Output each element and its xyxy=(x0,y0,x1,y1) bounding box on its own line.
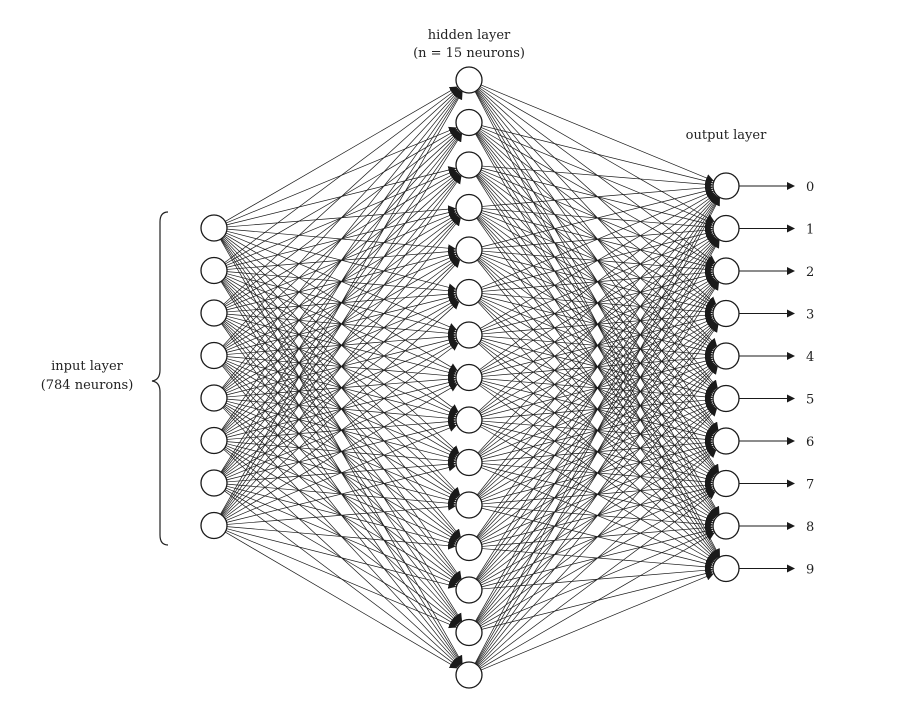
input-neuron xyxy=(200,469,228,497)
hidden-neuron xyxy=(455,661,483,689)
edge-input-hidden xyxy=(226,463,457,523)
edge-input-hidden xyxy=(226,526,457,550)
hidden-layer-subtitle: (n = 15 neurons) xyxy=(413,46,525,61)
input-neuron xyxy=(200,214,228,242)
edge-hidden-output xyxy=(476,366,718,666)
hidden-layer-title: hidden layer xyxy=(428,28,511,43)
input-neuron xyxy=(200,426,228,455)
edge-input-hidden xyxy=(225,424,457,521)
edge-hidden-output xyxy=(480,532,715,669)
edge-hidden-output xyxy=(480,572,714,671)
hidden-neuron xyxy=(455,406,483,434)
input-neuron xyxy=(200,511,228,540)
edge-input-hidden xyxy=(220,91,463,515)
edge-hidden-output xyxy=(478,449,717,667)
hidden-neuron xyxy=(455,66,483,94)
edge-input-hidden xyxy=(221,90,461,389)
edge-input-hidden xyxy=(224,87,459,263)
edge-input-hidden xyxy=(223,301,460,517)
edge-input-hidden xyxy=(225,531,458,669)
edge-hidden-output xyxy=(481,165,714,189)
edge-hidden-output xyxy=(475,197,720,622)
output-neuron xyxy=(712,172,740,200)
output-neuron xyxy=(712,299,740,328)
edge-input-hidden xyxy=(223,88,460,305)
output-neuron xyxy=(712,554,740,583)
hidden-neuron xyxy=(455,363,483,392)
edge-input-hidden xyxy=(226,528,457,589)
edge-hidden-output xyxy=(475,281,720,665)
neurons xyxy=(200,66,740,689)
edge-input-hidden xyxy=(221,175,462,516)
output-layer-title: output layer xyxy=(686,128,767,143)
output-neuron xyxy=(712,469,740,498)
edge-input-hidden xyxy=(221,90,462,431)
output-digit-label: 2 xyxy=(806,265,814,280)
edge-hidden-output xyxy=(474,197,720,664)
edge-input-hidden xyxy=(224,342,459,518)
edge-hidden-output xyxy=(480,84,714,182)
edge-input-hidden xyxy=(225,384,458,520)
output-digit-label: 7 xyxy=(806,478,814,493)
output-digit-label: 8 xyxy=(806,520,814,535)
edge-hidden-output xyxy=(476,196,718,496)
output-neuron xyxy=(712,512,740,540)
output-digit-label: 1 xyxy=(806,223,814,238)
edge-hidden-output xyxy=(475,239,720,664)
hidden-neuron xyxy=(455,491,483,519)
input-neuron xyxy=(200,384,228,412)
edge-hidden-output xyxy=(481,187,714,248)
input-layer-subtitle: (784 neurons) xyxy=(41,378,134,393)
output-digit-label: 5 xyxy=(806,393,814,408)
output-neuron xyxy=(712,342,740,370)
hidden-neuron xyxy=(455,151,483,179)
edge-input-hidden xyxy=(220,133,463,515)
edge-input-hidden xyxy=(225,530,458,629)
input-layer-title: input layer xyxy=(51,359,124,374)
edge-hidden-output xyxy=(479,193,716,371)
output-neuron xyxy=(712,427,740,455)
connections xyxy=(220,84,720,671)
edge-input-hidden xyxy=(226,502,457,525)
edge-hidden-output xyxy=(480,190,714,288)
edge-hidden-output xyxy=(479,491,716,668)
hidden-neuron xyxy=(455,576,483,604)
edge-hidden-output xyxy=(477,195,718,454)
edge-hidden-output xyxy=(481,183,714,207)
output-digit-label: 0 xyxy=(806,180,814,195)
edge-hidden-output xyxy=(475,196,720,580)
output-neuron xyxy=(712,257,740,285)
edge-hidden-output xyxy=(481,125,714,185)
hidden-neuron xyxy=(455,533,483,562)
output-digit-label: 9 xyxy=(806,563,814,578)
output-digit-label: 3 xyxy=(806,308,814,323)
hidden-neuron xyxy=(455,193,483,222)
input-neuron xyxy=(200,299,228,327)
hidden-neuron xyxy=(455,448,483,477)
output-neuron xyxy=(712,214,740,243)
output-neuron xyxy=(712,384,740,413)
edge-hidden-output xyxy=(478,194,717,412)
output-arrows: 0 1 2 3 4 5 6 7 8 9 xyxy=(739,180,814,578)
hidden-neuron xyxy=(455,236,483,264)
hidden-neuron xyxy=(455,321,483,349)
hidden-neuron xyxy=(455,278,483,307)
edge-hidden-output xyxy=(480,192,715,329)
hidden-neuron xyxy=(455,618,483,647)
edge-hidden-output xyxy=(476,324,719,665)
input-neuron xyxy=(200,341,228,370)
output-digit-label: 4 xyxy=(806,350,814,365)
input-layer-brace xyxy=(151,211,169,546)
edge-input-hidden xyxy=(222,89,461,347)
edge-input-hidden xyxy=(220,90,463,473)
hidden-neuron xyxy=(455,108,483,137)
edge-input-hidden xyxy=(221,217,461,516)
edge-hidden-output xyxy=(477,408,718,666)
edge-hidden-output xyxy=(476,196,719,538)
input-neuron xyxy=(200,256,228,285)
edge-input-hidden xyxy=(222,259,461,517)
output-digit-label: 6 xyxy=(806,435,814,450)
edge-input-hidden xyxy=(225,86,458,222)
